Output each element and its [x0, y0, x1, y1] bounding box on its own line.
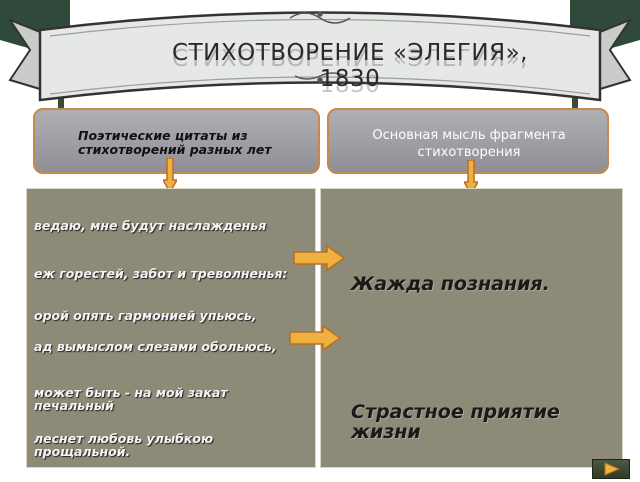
header-quotes: Поэтические цитаты из стихотворений разн…: [33, 108, 320, 174]
play-icon: [604, 462, 621, 476]
quote-line: леснет любовь улыбкою прощальной.: [34, 431, 214, 459]
next-slide-button[interactable]: [592, 459, 630, 479]
header-quotes-label: Поэтические цитаты из стихотворений разн…: [78, 128, 272, 157]
down-arrow-icon: [163, 158, 177, 192]
right-arrow-icon: [289, 325, 341, 351]
quote-line: ад вымыслом слезами обольюсь,: [34, 339, 277, 354]
main-idea-text: Страстное приятие жизни: [351, 401, 560, 443]
main-idea-text: Жажда познания.: [351, 273, 550, 295]
page-title: СТИХОТВОРЕНИЕ «ЭЛЕГИЯ», 1830: [172, 40, 528, 92]
quote-line: орой опять гармонией упьюсь,: [34, 308, 257, 323]
quotes-panel: ведаю, мне будут наслажденья еж горестей…: [26, 188, 316, 468]
ideas-panel: Жажда познания. Страстное приятие жизни: [320, 188, 623, 468]
quote-line: еж горестей, забот и треволненья:: [34, 266, 288, 281]
header-main-idea-label: Основная мысль фрагмента стихотворения: [372, 128, 566, 160]
quote-line: ведаю, мне будут наслажденья: [34, 218, 267, 233]
right-arrow-icon: [293, 245, 345, 271]
ribbon-banner: [0, 0, 640, 130]
quote-line: может быть - на мой закат печальный: [34, 385, 228, 413]
